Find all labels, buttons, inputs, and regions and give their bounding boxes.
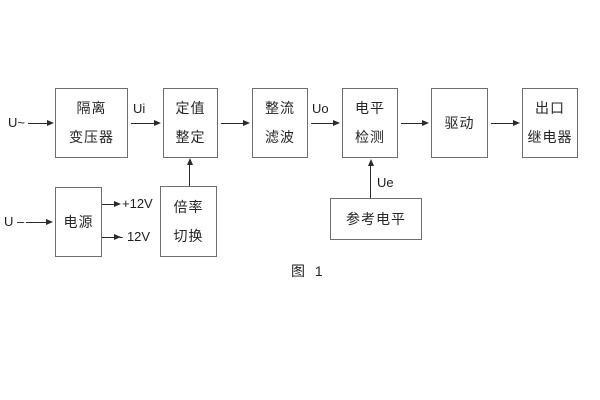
arrow-setting-to-rectifier (221, 119, 250, 127)
arrow-head (47, 120, 54, 126)
box-label: 继电器 (527, 129, 573, 145)
label-dc-input: U – (4, 214, 25, 229)
arrow-shaft (189, 165, 190, 186)
arrow-head (513, 120, 520, 126)
arrow-head (46, 219, 53, 225)
box-label: 隔离 (76, 100, 107, 116)
arrow-head (367, 159, 374, 166)
arrow-head (114, 201, 121, 207)
box-isolation-transformer: 隔离 变压器 (55, 88, 128, 158)
arrow-shaft (401, 122, 422, 124)
arrow-ac-input-to-isolation (28, 119, 54, 127)
box-label: 电源 (63, 213, 94, 230)
arrow-shaft (26, 221, 46, 223)
box-label: 参考电平 (346, 210, 406, 227)
box-label: 整流 (265, 100, 295, 116)
box-ratio-switch: 倍率 切换 (160, 186, 217, 257)
box-label: 变压器 (69, 129, 114, 145)
box-label: 整定 (175, 129, 206, 145)
box-drive: 驱动 (431, 88, 488, 158)
box-reference-level: 参考电平 (330, 198, 422, 240)
box-level-detection: 电平 检测 (342, 88, 398, 158)
box-label: 定值 (175, 100, 206, 116)
arrow-drive-to-relay (491, 119, 520, 127)
label-ue: Ue (377, 175, 394, 190)
label-uo: Uo (312, 101, 329, 116)
arrow-head (114, 234, 121, 240)
box-value-setting: 定值 整定 (163, 88, 218, 158)
box-label: 驱动 (444, 114, 475, 131)
box-label: 滤波 (265, 129, 295, 145)
box-label: 切换 (173, 227, 204, 244)
arrow-rectifier-to-detection (311, 119, 340, 127)
arrow-isolation-to-setting (131, 119, 161, 127)
arrow-power-minus12v (102, 233, 121, 241)
arrow-shaft (370, 166, 371, 198)
label-plus-12v: +12V (122, 196, 153, 211)
arrow-head (154, 120, 161, 126)
arrow-head (333, 120, 340, 126)
arrow-shaft (102, 236, 114, 238)
arrow-shaft (131, 122, 154, 124)
box-power-supply: 电源 (55, 187, 102, 257)
arrow-head (186, 158, 193, 165)
arrow-dc-input-to-power (26, 218, 53, 226)
arrow-shaft (311, 122, 333, 124)
arrow-shaft (28, 122, 47, 124)
label-ac-input: U~ (8, 115, 25, 130)
label-ui: Ui (133, 101, 146, 116)
arrow-head (243, 120, 250, 126)
arrow-detection-to-drive (401, 119, 429, 127)
box-label: 电平 (355, 100, 385, 116)
arrow-head (422, 120, 429, 126)
arrow-shaft (221, 122, 243, 124)
arrow-ratio-to-setting (185, 158, 194, 186)
box-label: 检测 (355, 129, 385, 145)
arrow-shaft (102, 203, 114, 205)
box-label: 倍率 (173, 198, 204, 215)
box-rectifier-filter: 整流 滤波 (252, 88, 308, 158)
box-label: 出口 (535, 100, 565, 116)
box-output-relay: 出口 继电器 (522, 88, 578, 158)
figure-caption: 图 1 (291, 263, 326, 279)
arrow-power-plus12v (102, 200, 121, 208)
arrow-reference-to-detection (366, 159, 375, 198)
arrow-shaft (491, 122, 513, 124)
label-minus-12v: - 12V (119, 229, 151, 244)
